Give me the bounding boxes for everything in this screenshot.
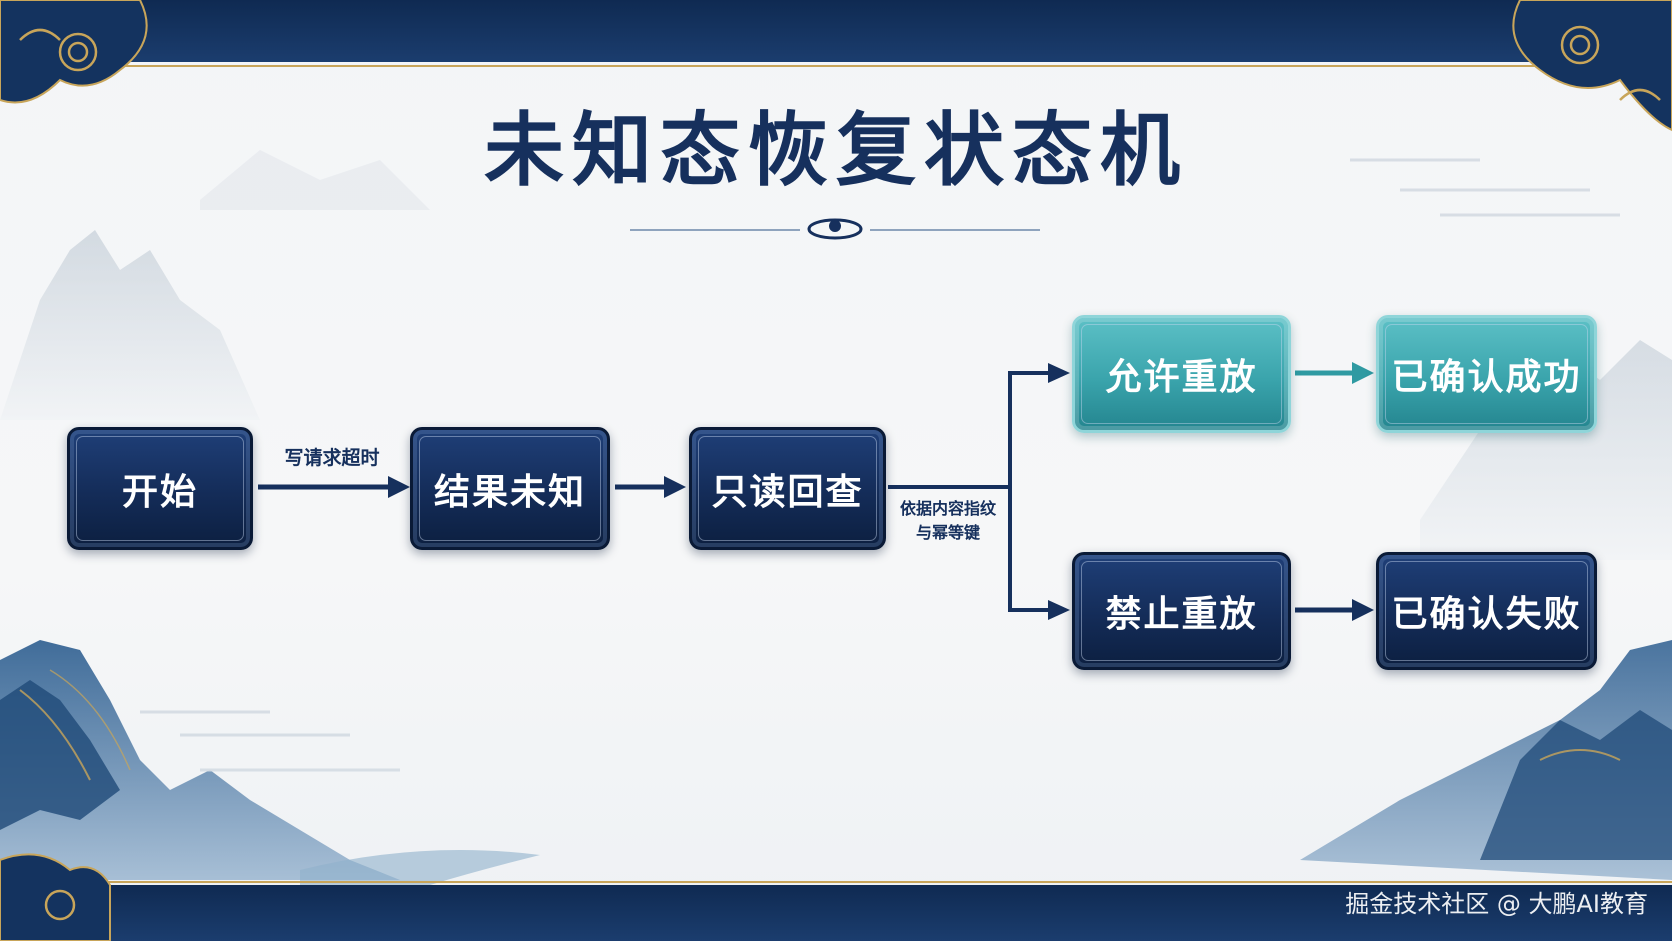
node-result-unknown: 结果未知 xyxy=(410,427,610,550)
page-title: 未知态恢复状态机 xyxy=(484,103,1188,197)
edges xyxy=(258,362,1374,621)
node-start: 开始 xyxy=(67,427,253,550)
node-deny-replay: 禁止重放 xyxy=(1072,552,1291,670)
node-confirmed-success: 已确认成功 xyxy=(1376,315,1597,433)
node-allow-replay: 允许重放 xyxy=(1072,315,1291,433)
watermark: 掘金技术社区 @ 大鹏AI教育 xyxy=(1345,890,1648,918)
edge-label-timeout: 写请求超时 xyxy=(284,447,380,469)
edge-label-basis-line2: 与幂等键 xyxy=(915,523,980,542)
node-readonly-check: 只读回查 xyxy=(689,427,886,550)
node-confirmed-failure: 已确认失败 xyxy=(1376,552,1597,670)
edge-label-basis: 依据内容指纹 与幂等键 xyxy=(888,497,1008,545)
edge-label-basis-line1: 依据内容指纹 xyxy=(899,499,996,518)
